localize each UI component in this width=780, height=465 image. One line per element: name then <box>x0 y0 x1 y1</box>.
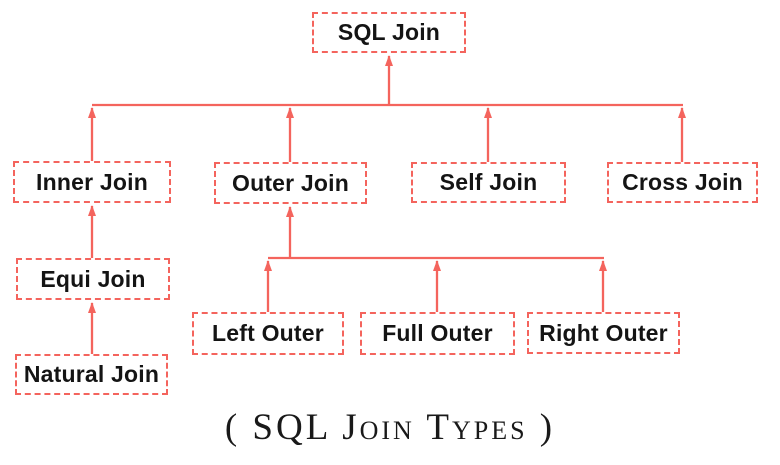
node-outer-join: Outer Join <box>214 162 367 204</box>
node-equi-join: Equi Join <box>16 258 170 300</box>
node-outer-join-label: Outer Join <box>231 169 349 196</box>
node-full-outer: Full Outer <box>360 312 515 355</box>
node-left-outer: Left Outer <box>192 312 344 355</box>
node-right-outer: Right Outer <box>527 312 680 354</box>
node-self-join-label: Self Join <box>439 169 538 195</box>
node-inner-join: Inner Join <box>13 161 171 203</box>
diagram-caption: ( SQL Join Types ) <box>224 407 556 448</box>
node-full-outer-label: Full Outer <box>382 320 493 346</box>
node-natural-join-label: Natural Join <box>23 361 160 387</box>
node-self-join: Self Join <box>411 162 566 203</box>
node-sql-join-label: SQL Join <box>337 19 441 45</box>
node-sql-join: SQL Join <box>312 12 466 53</box>
node-cross-join: Cross Join <box>607 162 758 203</box>
node-cross-join-label: Cross Join <box>622 169 743 195</box>
node-natural-join: Natural Join <box>15 354 168 395</box>
node-right-outer-label: Right Outer <box>539 319 668 346</box>
node-left-outer-label: Left Outer <box>212 320 324 346</box>
node-inner-join-label: Inner Join <box>36 168 148 195</box>
node-equi-join-label: Equi Join <box>40 265 146 292</box>
